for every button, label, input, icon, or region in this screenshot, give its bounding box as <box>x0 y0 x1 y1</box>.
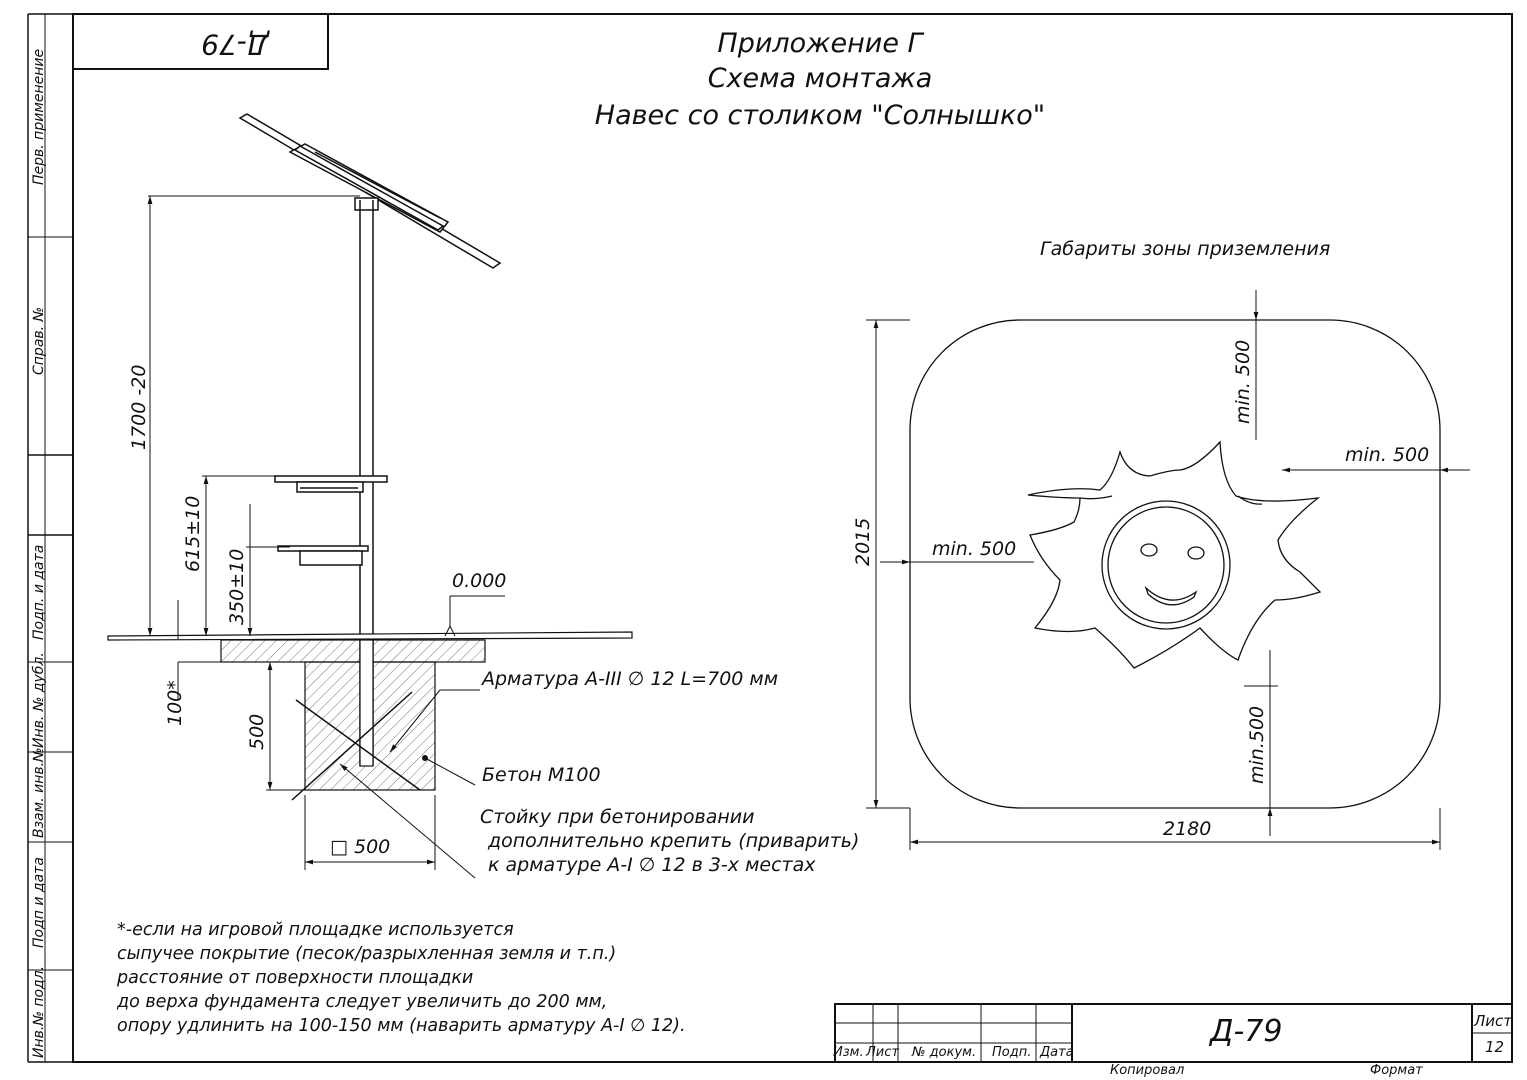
side-label-vzam: Взам. инв.№ <box>31 747 47 838</box>
tb-format: Формат <box>1370 1063 1423 1078</box>
callout-concrete: Бетон М100 <box>482 764 601 786</box>
landing-zone <box>909 319 1441 809</box>
tb-copied: Копировал <box>1110 1063 1185 1078</box>
sheet-code-rotated: Д-79 <box>201 28 269 61</box>
zone-min-bottom: min.500 <box>1246 705 1268 784</box>
callout-fix-2: дополнительно крепить (приварить) <box>488 830 860 852</box>
title-block <box>834 1003 1513 1063</box>
side-label-perv: Перв. применение <box>31 48 47 185</box>
appendix-title: Приложение Г <box>717 28 923 59</box>
tb-col-doc: № докум. <box>912 1045 977 1060</box>
product-title: Навес со столиком "Солнышко" <box>594 100 1046 131</box>
side-label-inv-podl: Инв.№ подл. <box>31 965 47 1058</box>
note-line-5: опору удлинить на 100-150 мм (наварить а… <box>117 1016 686 1036</box>
dim-base-500: □ 500 <box>330 836 391 858</box>
tb-sheet-label: Лист <box>1474 1012 1513 1030</box>
level-mark: 0.000 <box>452 570 507 592</box>
tb-col-izm: Изм. <box>833 1045 864 1060</box>
note-line-1: *-если на игровой площадке используется <box>117 920 514 940</box>
tb-col-podp: Подп. <box>992 1045 1032 1060</box>
zone-title: Габариты зоны приземления <box>1040 238 1331 260</box>
zone-height-2015: 2015 <box>852 517 874 566</box>
zone-width-2180: 2180 <box>1163 818 1212 840</box>
side-label-sprav: Справ. № <box>31 306 47 375</box>
ground-surface <box>107 631 633 641</box>
tb-col-date: Дата <box>1040 1045 1074 1060</box>
dim-height-1700: 1700 -20 <box>128 364 150 450</box>
scheme-title: Схема монтажа <box>707 63 933 94</box>
dim-500-depth: 500 <box>246 713 268 750</box>
dimension-lines-side <box>147 195 505 879</box>
sun-table <box>1027 440 1322 669</box>
foundation <box>220 639 486 801</box>
dim-100: 100* <box>164 680 186 726</box>
canopy-post <box>238 113 502 766</box>
tb-sheet-number: 12 <box>1485 1038 1505 1056</box>
zone-min-left: min. 500 <box>932 538 1017 560</box>
zone-min-right: min. 500 <box>1345 444 1430 466</box>
tb-doc-code: Д-79 <box>1210 1014 1283 1049</box>
dimension-lines-zone <box>866 290 1470 850</box>
note-line-2: сыпучее покрытие (песок/разрыхленная зем… <box>117 944 617 964</box>
note-line-4: до верха фундамента следует увеличить до… <box>117 992 608 1012</box>
side-label-podp-data-1: Подп. и дата <box>31 544 47 640</box>
dim-615: 615±10 <box>182 495 204 572</box>
note-line-3: расстояние от поверхности площадки <box>117 968 474 988</box>
side-label-inv-dubl: Инв. № дубл. <box>31 652 47 748</box>
dim-350: 350±10 <box>226 548 248 625</box>
sheet-frame <box>27 13 1513 1063</box>
callout-rebar: Арматура А-III ∅ 12 L=700 мм <box>482 668 779 690</box>
tb-col-list: Лист <box>866 1045 899 1060</box>
callout-fix-1: Стойку при бетонировании <box>480 806 755 828</box>
side-label-podp-data-2: Подп и дата <box>31 857 47 948</box>
zone-min-top: min. 500 <box>1232 339 1254 424</box>
callout-fix-3: к арматуре А-I ∅ 12 в 3-х местах <box>488 854 816 876</box>
